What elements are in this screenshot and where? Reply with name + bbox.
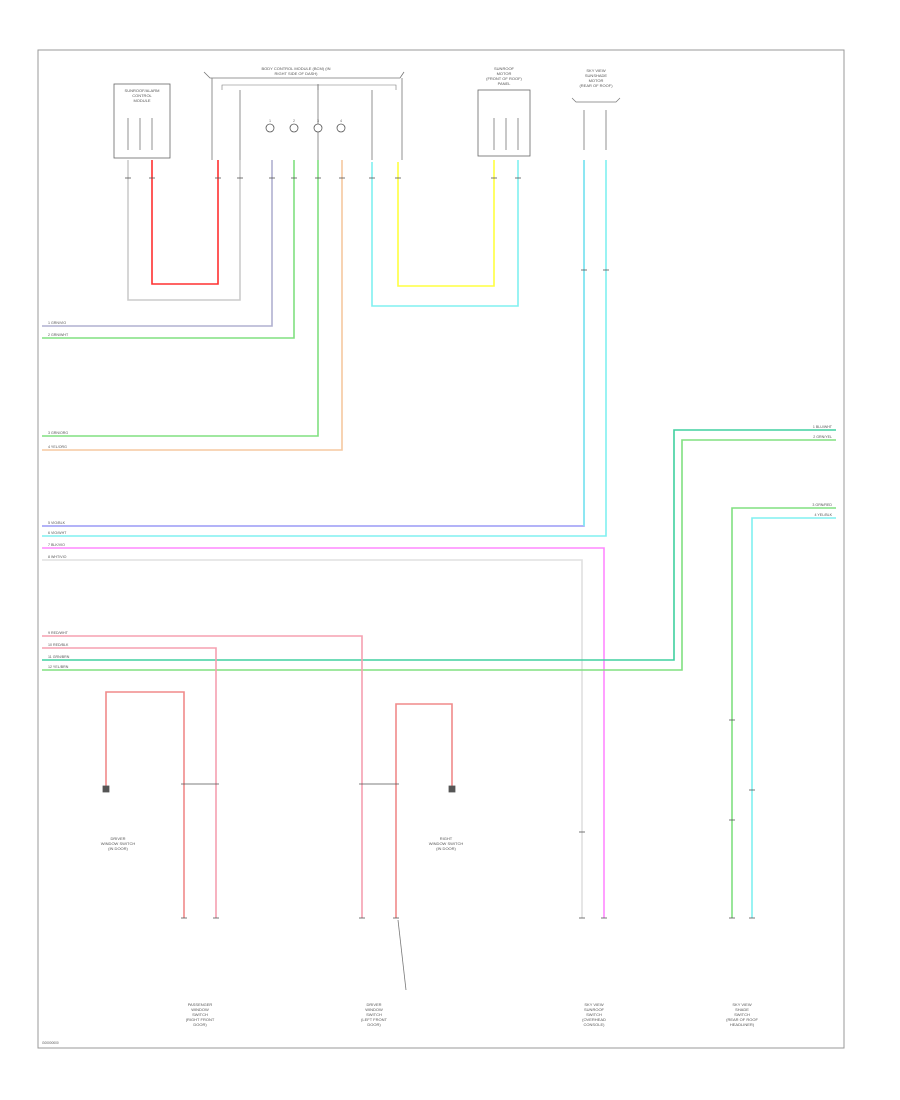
sunroof-motor-title-3: (FRONT OF ROOF) [486, 76, 522, 81]
right-seat-label-3: (IN DOOR) [436, 846, 456, 851]
comp-b-label-1: DRIVER [366, 1002, 381, 1007]
comp-b-label-5: DOOR) [367, 1022, 381, 1027]
wire-label-10: 10 RED/BLK [48, 643, 69, 647]
right-wire-labels: 1 BLU/WHT 2 GRN/YEL 3 GRN/RED 4 YEL/BLK [812, 425, 832, 517]
right-seat-label-2: WINDOW SWITCH [429, 841, 464, 846]
bcm-connector: BODY CONTROL MODULE (BCM) (IN RIGHT SIDE… [203, 66, 405, 160]
bcm-pin-2: 2 [293, 119, 295, 123]
comp-c-label-3: SWITCH [586, 1012, 602, 1017]
left-top-module-title-1: SUNROOF/ALARM [125, 88, 160, 93]
comp-b-label-2: WINDOW [365, 1007, 383, 1012]
wire-label-4: 4 YEL/ORG [48, 445, 67, 449]
wire-label-3: 3 GRN/ORG [48, 431, 68, 435]
bcm-pin-4: 4 [340, 119, 342, 123]
wire-label-2: 2 GRN/WHT [48, 333, 69, 337]
wire-label-11: 11 GRN/BRN [48, 655, 70, 659]
left-seat-label-2: WINDOW SWITCH [101, 841, 136, 846]
ground-icon-left [102, 785, 110, 793]
bcm-pin-1: 1 [269, 119, 271, 123]
wire-label-6: 6 VIO/WHT [48, 531, 67, 535]
left-wire-labels: 1 GRN/VIO 2 GRN/WHT 3 GRN/ORG 4 YEL/ORG … [48, 321, 70, 669]
wire-label-9: 9 RED/WHT [48, 631, 69, 635]
comp-d-label-5: HEADLINER) [730, 1022, 755, 1027]
comp-d-label-2: SHADE [735, 1007, 749, 1012]
left-top-module: SUNROOF/ALARM CONTROL MODULE [113, 83, 171, 159]
left-top-module-title-3: MODULE [133, 98, 150, 103]
bcm-header-2: RIGHT SIDE OF DASH) [274, 71, 318, 76]
sunroof-motor-title-4: PANEL [498, 81, 512, 86]
wire-label-12: 12 YEL/BRN [48, 665, 69, 669]
wire-label-1: 1 GRN/VIO [48, 321, 66, 325]
sunshade-motor-module: SKY VIEW SUNSHADE MOTOR (REAR OF ROOF) [571, 68, 621, 150]
diagram-frame [37, 49, 845, 1049]
left-top-module-title-2: CONTROL [132, 93, 152, 98]
comp-d-label-1: SKY VIEW [732, 1002, 751, 1007]
bottom-labels: DRIVER WINDOW SWITCH (IN DOOR) RIGHT WIN… [101, 836, 759, 1027]
right-wire-label-1: 1 BLU/WHT [813, 425, 833, 429]
right-wire-label-2: 2 GRN/YEL [813, 435, 832, 439]
wire-ticks [125, 177, 755, 919]
sunroof-motor-title-2: MOTOR [497, 71, 512, 76]
ground-icons [102, 785, 456, 793]
left-seat-label-3: (IN DOOR) [108, 846, 128, 851]
comp-c-label-2: SUNROOF [584, 1007, 605, 1012]
middle-wires [42, 429, 836, 991]
sunshade-motor-title-3: MOTOR [589, 78, 604, 83]
comp-c-label-5: CONSOLE) [584, 1022, 606, 1027]
wire-label-5: 5 VIO/BLK [48, 521, 66, 525]
comp-d-label-4: (REAR OF ROOF [726, 1017, 758, 1022]
footer-code: G00000000 [42, 1041, 59, 1045]
comp-a-label-3: SWITCH [192, 1012, 208, 1017]
sunshade-motor-title-1: SKY VIEW [586, 68, 605, 73]
wire-label-8: 8 WHT/VIO [48, 555, 67, 559]
comp-b-label-3: SWITCH [366, 1012, 382, 1017]
sunroof-motor-module: SUNROOF MOTOR (FRONT OF ROOF) PANEL [477, 66, 531, 157]
sunroof-motor-title-1: SUNROOF [494, 66, 515, 71]
comp-c-label-4: (OVERHEAD [582, 1017, 606, 1022]
comp-a-label-1: PASSENGER [188, 1002, 213, 1007]
top-wires [42, 160, 607, 537]
comp-d-label-3: SWITCH [734, 1012, 750, 1017]
wire-label-7: 7 BLK/VIO [48, 543, 65, 547]
comp-a-label-4: (RIGHT FRONT [186, 1017, 215, 1022]
right-wire-label-4: 4 YEL/BLK [814, 513, 832, 517]
left-seat-label-1: DRIVER [110, 836, 125, 841]
right-seat-label-1: RIGHT [440, 836, 453, 841]
comp-a-label-2: WINDOW [191, 1007, 209, 1012]
sunshade-motor-title-4: (REAR OF ROOF) [579, 83, 613, 88]
bcm-header-1: BODY CONTROL MODULE (BCM) (IN [261, 66, 330, 71]
right-wire-label-3: 3 GRN/RED [812, 503, 832, 507]
ground-icon-right [448, 785, 456, 793]
comp-a-label-5: DOOR) [193, 1022, 207, 1027]
sunshade-motor-title-2: SUNSHADE [585, 73, 608, 78]
comp-c-label-1: SKY VIEW [584, 1002, 603, 1007]
bcm-pin-3: 3 [317, 119, 319, 123]
comp-b-label-4: (LEFT FRONT [361, 1017, 387, 1022]
